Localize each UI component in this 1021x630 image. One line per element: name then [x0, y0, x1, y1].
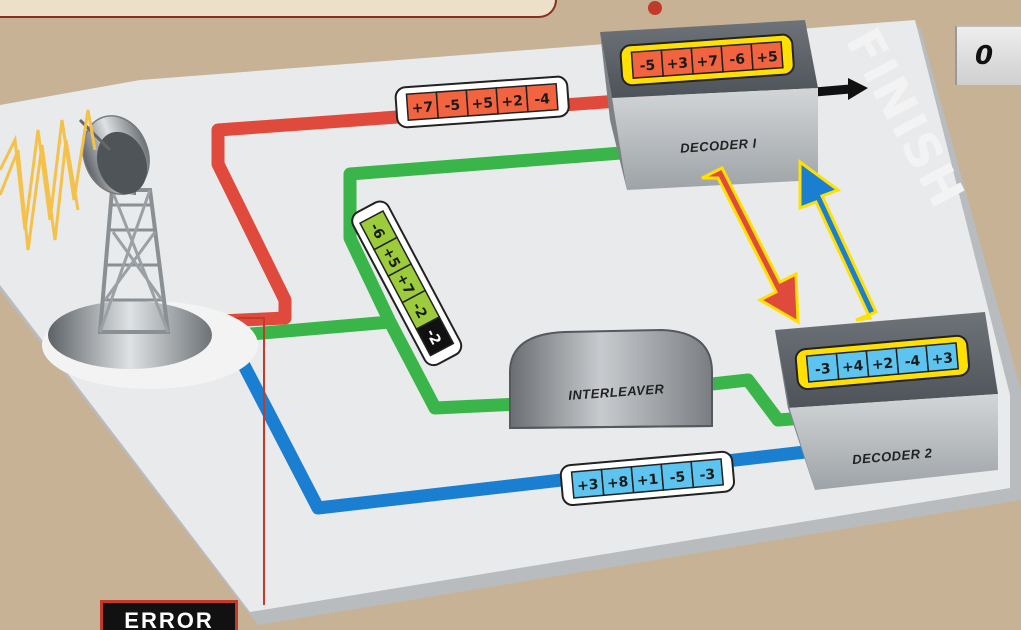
decoder2_output-value-2: +2 [871, 356, 894, 374]
decoder2_output-value-4: +3 [931, 350, 954, 368]
red_input-value-1: -5 [444, 98, 461, 115]
radio-wave-icon [0, 109, 97, 251]
output-line [814, 84, 851, 97]
decoder1_output-value-4: +5 [756, 49, 779, 66]
green_input-value-0: -6 [366, 221, 387, 242]
green_input-value-3: -2 [408, 300, 429, 321]
red_input-value-2: +5 [471, 95, 494, 112]
red-input-sequence: +7 -5 +5 +2 -4 [394, 75, 570, 129]
green-path-top [204, 143, 661, 345]
decoder1_output-value-0: -5 [639, 58, 656, 75]
red_input-value-4: -4 [534, 91, 551, 108]
decoder2_output-value-1: +4 [841, 358, 864, 376]
decoder1_output-value-3: -6 [729, 51, 746, 68]
interleaver-block: INTERLEAVER [509, 328, 713, 430]
down-arrow-icon [701, 165, 800, 325]
decoder1_output-value-1: +3 [666, 55, 689, 72]
green-path-bottom [384, 318, 806, 427]
blue_input-value-0: +3 [576, 477, 599, 495]
blue_input-value-4: -3 [699, 467, 716, 484]
blue_input-value-3: -5 [669, 469, 686, 486]
red_input-value-0: +7 [411, 99, 434, 116]
blue_input-value-2: +1 [636, 472, 659, 490]
green_input-value-4: -2 [422, 327, 443, 348]
blue-input-sequence: +3 +8 +1 -5 -3 [559, 450, 735, 507]
red_input-value-3: +2 [501, 93, 524, 110]
up-arrow-icon [798, 159, 879, 322]
decoder-2-label: DECODER 2 [852, 445, 934, 467]
decoder2_output-value-0: -3 [814, 361, 831, 378]
top-probe-dot [648, 1, 662, 15]
decoder2_output-cell-4 [925, 342, 960, 373]
decoder-1-label: DECODER I [680, 135, 758, 155]
decoder-2-output-sequence: -3 +4 +2 -4 +3 [794, 334, 970, 391]
green_input-cell-4 [415, 315, 455, 357]
blue_input-value-1: +8 [606, 474, 629, 492]
interleaver-label: INTERLEAVER [568, 381, 665, 403]
red_input-cell-4 [525, 82, 559, 113]
output-arrow-icon [848, 78, 868, 100]
decoder1_output-cell-4 [750, 40, 784, 71]
decoder-1-output-sequence: -5 +3 +7 -6 +5 [619, 33, 795, 87]
score-counter: 0 [955, 25, 1021, 85]
green-input-sequence: -6+5+7-2-2 [351, 200, 463, 367]
blue_input-cell-4 [690, 458, 725, 489]
error-tag: ERROR [100, 600, 238, 630]
decoder-exchange-arrows [701, 159, 879, 325]
decoder1_output-value-2: +7 [696, 53, 719, 70]
antenna-tower-icon [42, 115, 258, 389]
decoder2_output-value-3: -4 [904, 353, 921, 370]
